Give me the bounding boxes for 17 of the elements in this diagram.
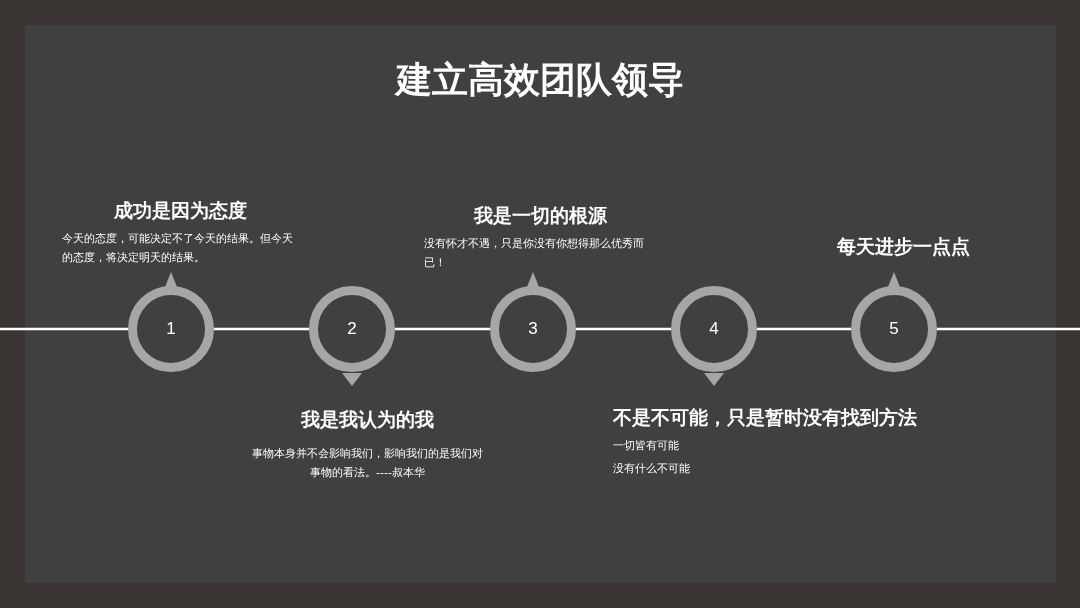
step-description: 没有什么不可能 (613, 461, 691, 477)
step-description: 事物本身并不会影响我们，影响我们的是我们对事物的看法。----叔本华 (251, 446, 484, 481)
connector-line (937, 327, 1080, 331)
step-heading: 每天进步一点点 (835, 234, 971, 259)
connector-line (576, 327, 671, 331)
connector-line (0, 327, 128, 331)
step-heading: 不是不可能，只是暂时没有找到方法 (613, 405, 918, 430)
connector-line (395, 327, 490, 331)
step-description: 没有怀才不遇，只是你没有你想得那么优秀而已！ (424, 236, 645, 271)
connector-line (757, 327, 851, 331)
step-description: 一切皆有可能 (613, 438, 680, 454)
title: 建立高效团队领导 (393, 58, 685, 102)
step-description: 今天的态度，可能决定不了今天的结果。但今天的态度，将决定明天的结果。 (62, 231, 294, 266)
step-heading: 我是我认为的我 (299, 407, 435, 432)
connector-line (214, 327, 309, 331)
step-heading: 成功是因为态度 (112, 198, 248, 223)
step-heading: 我是一切的根源 (472, 203, 608, 228)
